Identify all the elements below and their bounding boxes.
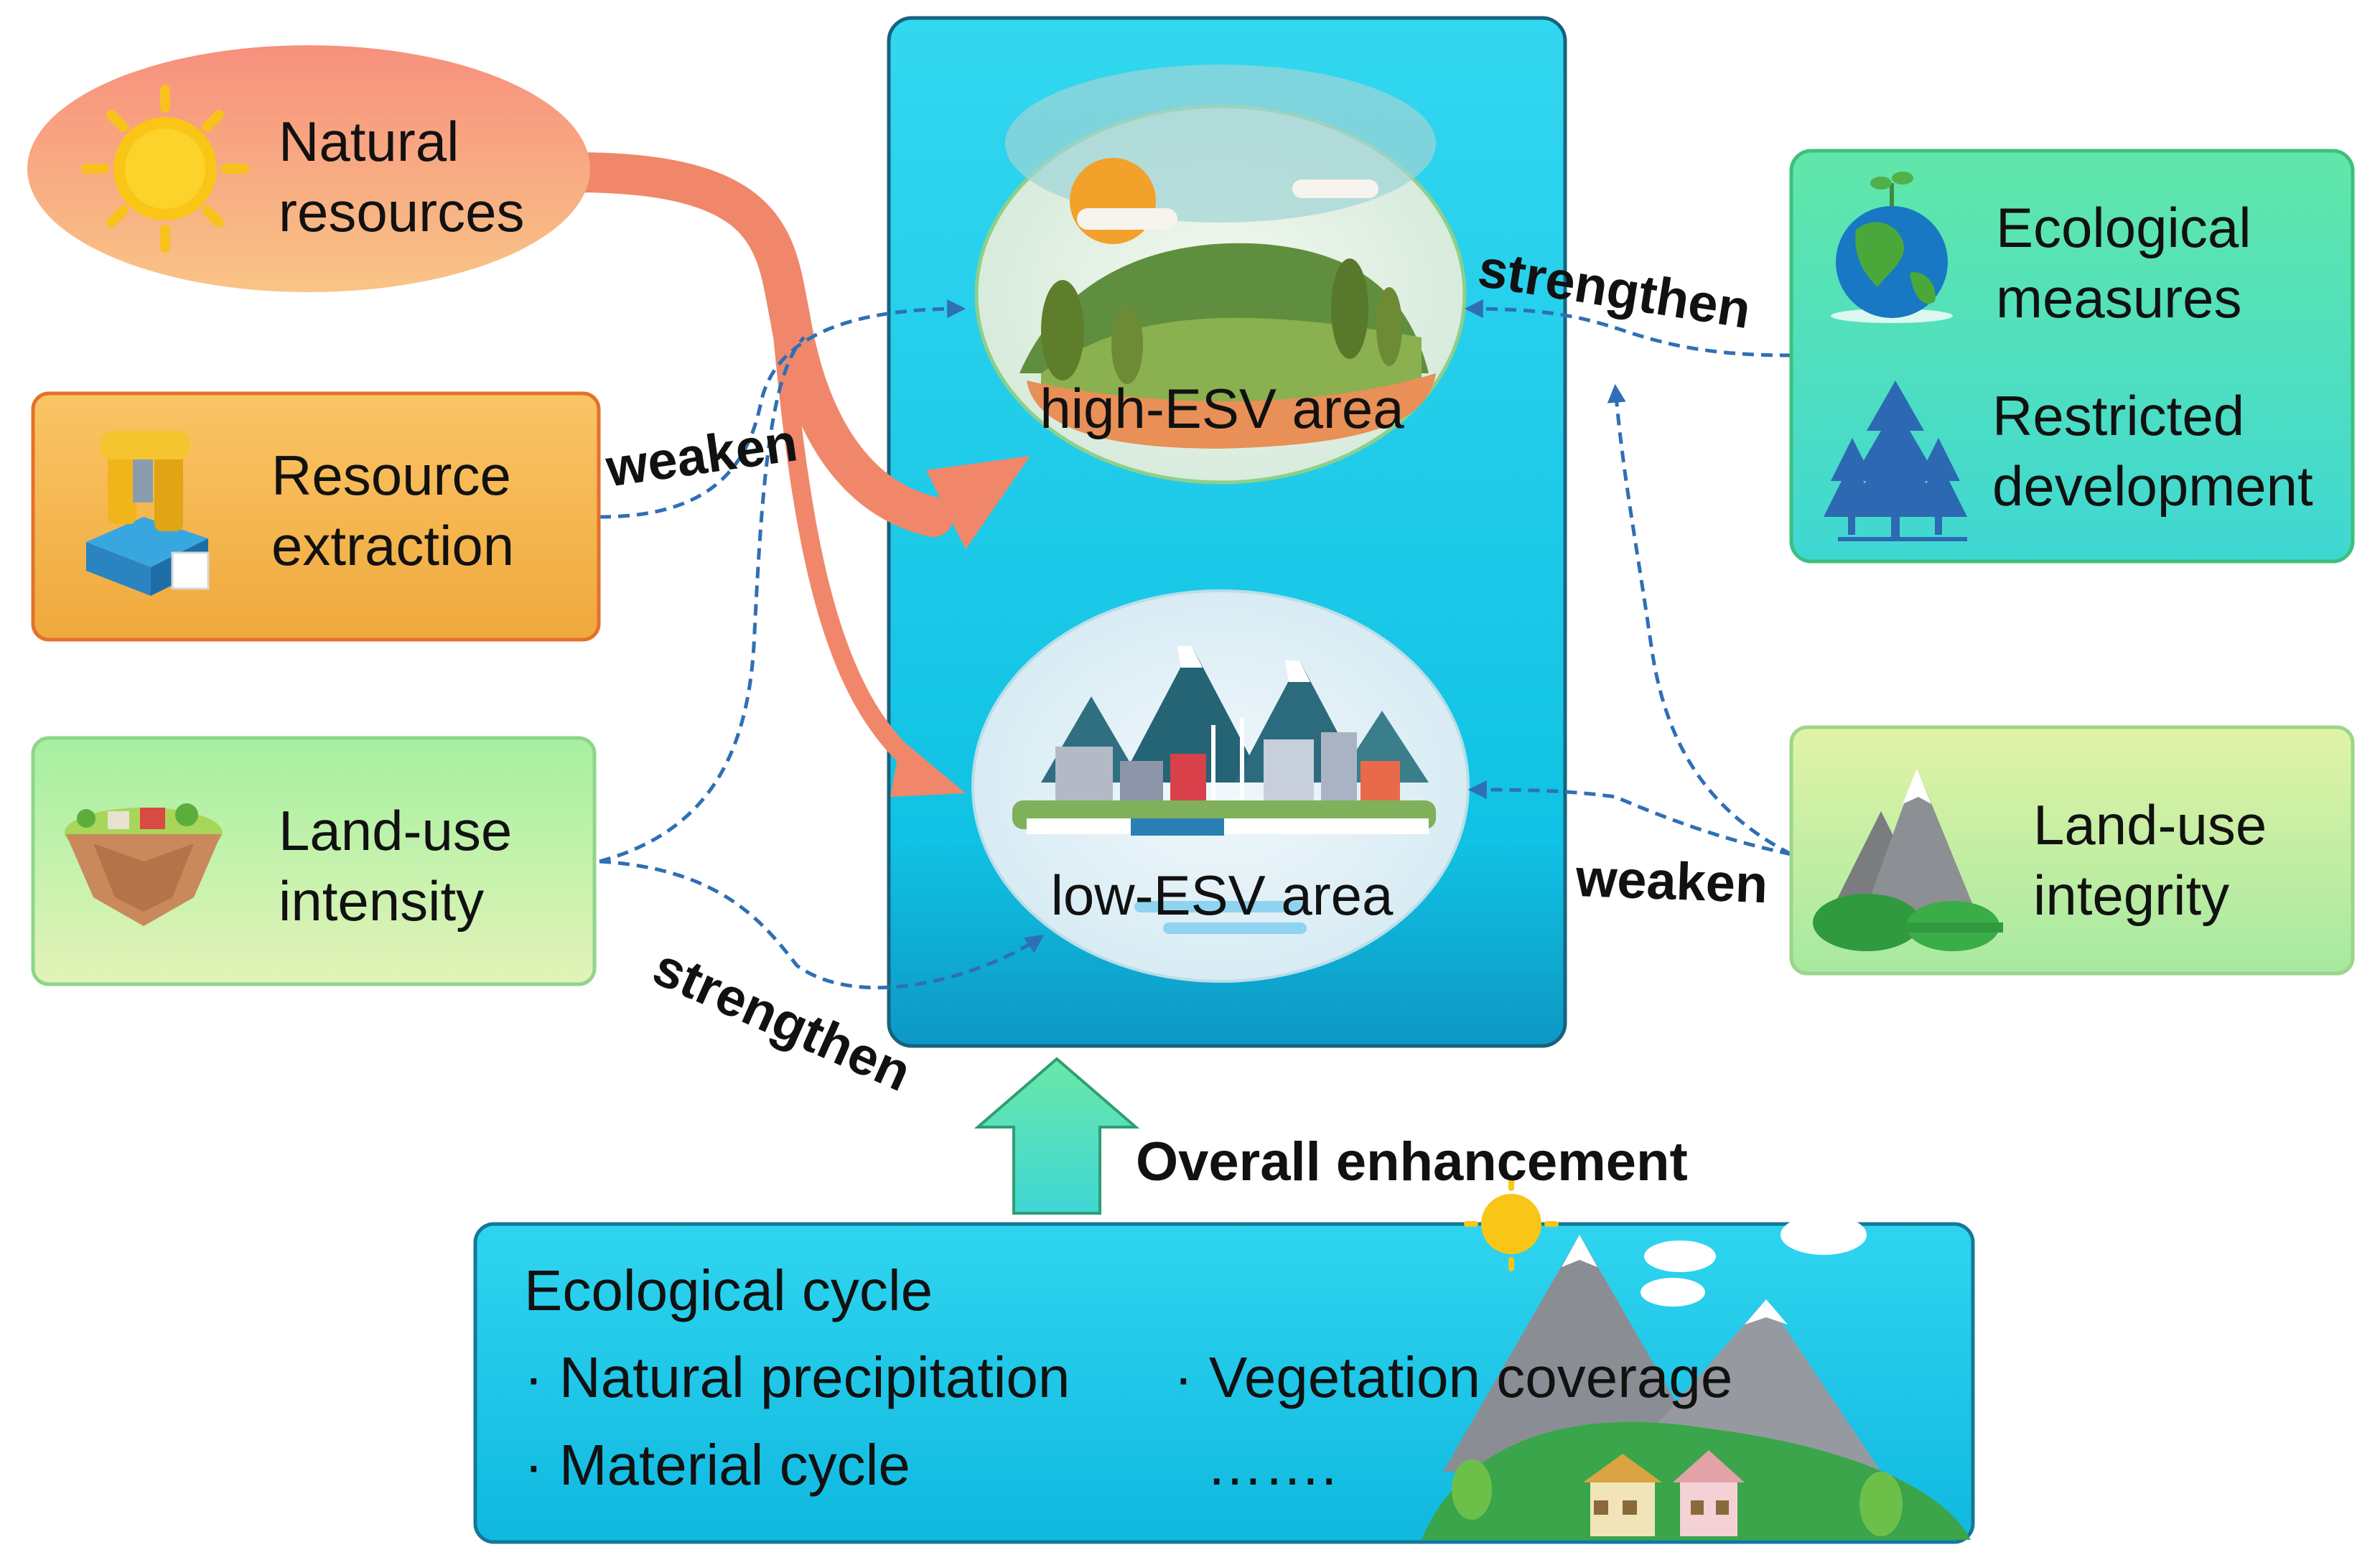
eco-cycle-item: ……. [1206, 1433, 1338, 1497]
natural-resources-label: Natural resources [279, 106, 524, 247]
right-dashed-arrows [1464, 299, 1793, 856]
land-use-integrity-line1: Land-use [2033, 793, 2267, 856]
ecological-measures-line2: measures [1996, 266, 2242, 330]
resource-extraction-line2: extraction [271, 514, 515, 577]
low-esv-ellipse [971, 589, 1470, 983]
restricted-development-line1: Restricted [1992, 384, 2245, 447]
ecological-measures-node [1789, 149, 2355, 564]
land-use-integrity-label: Land-use integrity [2033, 790, 2267, 930]
enhancement-arrow [974, 1057, 1140, 1215]
pine-trees-icon [1824, 380, 1967, 541]
land-use-integrity-line2: integrity [2033, 864, 2230, 927]
eco-sun-icon [1464, 1177, 1559, 1271]
weaken-label-right: weaken [1574, 848, 1769, 915]
ecological-measures-label: Ecological measures [1996, 192, 2251, 333]
land-use-intensity-node [31, 736, 597, 986]
low-esv-label: low-ESV area [1050, 864, 1394, 927]
sun-icon [81, 85, 249, 253]
resource-extraction-line1: Resource [271, 444, 511, 507]
ecological-measures-line1: Ecological [1996, 196, 2251, 259]
eco-cycle-item: · Natural precipitation [524, 1345, 1070, 1409]
overall-enhancement-label: Overall enhancement [1136, 1131, 1688, 1192]
restricted-development-label: Restricted development [1992, 380, 2313, 521]
floating-land-icon [65, 803, 223, 926]
land-use-intensity-label: Land-use intensity [279, 795, 512, 936]
natural-resources-line2: resources [279, 180, 525, 243]
restricted-development-line2: development [1992, 454, 2313, 518]
eco-cycle-item: · Material cycle [524, 1433, 910, 1497]
high-esv-label: high-ESV area [1040, 377, 1404, 440]
left-dashed-arrows [599, 299, 1045, 990]
eco-cycle-item: · Vegetation coverage [1174, 1345, 1733, 1409]
eco-cycle-title: Ecological cycle [524, 1258, 933, 1322]
land-use-intensity-line2: intensity [279, 869, 485, 933]
natural-resources-line1: Natural [279, 110, 459, 173]
resource-extraction-label: Resource extraction [271, 440, 514, 581]
mining-machine-icon [86, 431, 210, 596]
high-esv-ellipse [974, 65, 1467, 485]
natural-resources-node [27, 45, 590, 292]
resource-extraction-node [31, 391, 601, 642]
earth-icon [1831, 172, 1953, 323]
mountain-icon [1813, 768, 2003, 951]
land-use-intensity-line1: Land-use [279, 799, 513, 862]
land-use-integrity-node [1789, 725, 2355, 976]
eco-landscape-illustration [1422, 1177, 1971, 1540]
